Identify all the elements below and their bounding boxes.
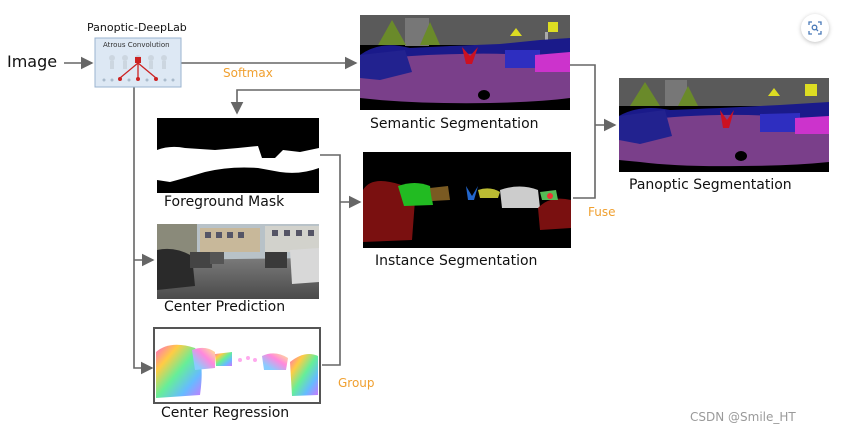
- fuse-label: Fuse: [588, 205, 616, 219]
- panoptic-segmentation-label: Panoptic Segmentation: [629, 177, 792, 193]
- atrous-convolution-label: Atrous Convolution: [103, 41, 170, 49]
- bracket-fuse: [570, 64, 596, 199]
- bracket-group: [320, 154, 341, 366]
- center-prediction-label: Center Prediction: [164, 299, 286, 315]
- center-regression-image: [153, 327, 321, 404]
- connectors: [64, 56, 617, 375]
- center-prediction-image: [157, 224, 319, 299]
- panoptic-segmentation-image: [619, 78, 829, 172]
- semantic-segmentation-label: Semantic Segmentation: [370, 116, 539, 132]
- foreground-mask-label: Foreground Mask: [164, 194, 285, 210]
- model-box: [94, 37, 182, 88]
- scan-button[interactable]: [801, 14, 829, 42]
- input-image-label: Image: [7, 52, 58, 71]
- scan-icon: [808, 21, 822, 35]
- instance-segmentation-image: [363, 152, 571, 248]
- instance-segmentation-label: Instance Segmentation: [375, 253, 538, 269]
- network-icon: [102, 55, 175, 82]
- model-title: Panoptic-DeepLab: [87, 21, 187, 34]
- arrow-semantic-to-foreground: [230, 89, 360, 115]
- group-label: Group: [338, 376, 375, 390]
- arrow-model-to-regression: [133, 87, 154, 375]
- semantic-segmentation-image: [360, 15, 570, 110]
- softmax-label: Softmax: [223, 66, 273, 80]
- foreground-mask-image: [157, 118, 319, 193]
- watermark: CSDN @Smile_HT: [690, 410, 796, 424]
- center-regression-label: Center Regression: [161, 405, 290, 421]
